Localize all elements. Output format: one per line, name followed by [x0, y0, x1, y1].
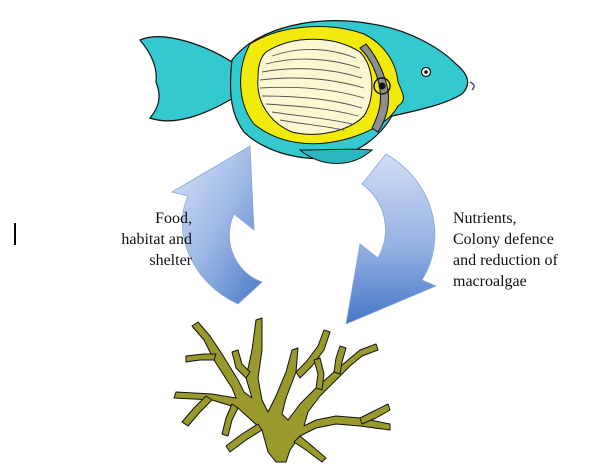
- left-label-line: Food,: [100, 208, 192, 229]
- butterflyfish-illustration: [140, 21, 474, 164]
- branching-coral-illustration: [174, 318, 390, 462]
- downward-curved-arrow: [346, 154, 436, 324]
- right-label-line: Nutrients,: [453, 208, 558, 229]
- fish-side-patch: [258, 39, 372, 134]
- right-label-line: Colony defence: [453, 229, 558, 250]
- fish-ring-dot: [379, 83, 386, 90]
- fish-pupil: [424, 70, 428, 74]
- left-label-line: shelter: [100, 250, 192, 271]
- fish-mouth: [470, 82, 474, 90]
- text-cursor-mark: [14, 223, 16, 245]
- left-arrow-label: Food, habitat and shelter: [100, 208, 192, 271]
- right-label-line: macroalgae: [453, 271, 558, 292]
- right-arrow-label: Nutrients, Colony defence and reduction …: [453, 208, 558, 292]
- left-label-line: habitat and: [100, 229, 192, 250]
- right-label-line: and reduction of: [453, 250, 558, 271]
- fish-anal-fin: [300, 149, 372, 163]
- fish-tail-fin: [140, 37, 240, 121]
